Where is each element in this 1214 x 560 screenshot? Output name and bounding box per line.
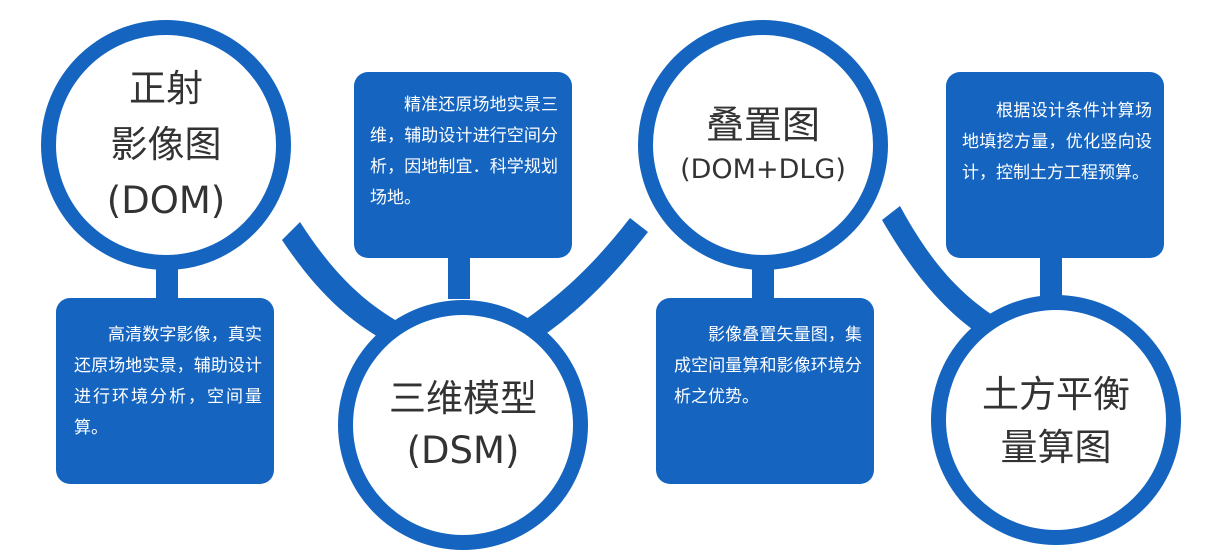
circle-inner-2: [353, 315, 573, 535]
description-text: 高清数字影像，真实还原场地实景，辅助设计进行环境分析，空间量算。: [74, 325, 262, 438]
connector-stem-4: [1040, 255, 1062, 299]
node-line: (DOM+DLG): [680, 154, 846, 185]
node-line: 影像图: [110, 123, 222, 166]
description-box-3: 影像叠置矢量图，集成空间量算和影像环境分析之优势。: [656, 298, 874, 484]
node-line: 量算图: [1000, 426, 1112, 469]
wave-band-2: [518, 218, 648, 345]
node-line: (DSM): [406, 429, 520, 472]
node-label-dom-dlg: 叠置图 (DOM+DLG): [663, 88, 863, 198]
description-text: 影像叠置矢量图，集成空间量算和影像环境分析之优势。: [674, 325, 862, 407]
description-text: 精准还原场地实景三维，辅助设计进行空间分析，因地制宜．科学规划场地。: [370, 95, 558, 208]
node-line: (DOM): [106, 179, 226, 222]
wave-band-1: [282, 222, 404, 345]
wave-band-3: [882, 206, 1000, 340]
node-line: 三维模型: [389, 377, 537, 420]
node-line: 正射: [129, 67, 203, 110]
circle-inner-1: [56, 35, 276, 255]
description-box-4: 根据设计条件计算场地填挖方量，优化竖向设计，控制土方工程预算。: [946, 72, 1164, 258]
connector-stem-2: [448, 255, 470, 299]
node-label-earthwork: 土方平衡 量算图: [956, 368, 1156, 474]
circle-inner-3: [653, 35, 873, 255]
node-label-dsm: 三维模型 (DSM): [363, 372, 563, 478]
description-text: 根据设计条件计算场地填挖方量，优化竖向设计，控制土方工程预算。: [962, 101, 1152, 183]
description-box-1: 高清数字影像，真实还原场地实景，辅助设计进行环境分析，空间量算。: [56, 298, 274, 484]
node-line: 叠置图: [705, 103, 820, 147]
circle-inner-4: [946, 310, 1166, 530]
description-box-2: 精准还原场地实景三维，辅助设计进行空间分析，因地制宜．科学规划场地。: [354, 72, 572, 258]
node-line: 土方平衡: [982, 373, 1130, 416]
node-label-dom: 正射 影像图 (DOM): [66, 52, 266, 238]
